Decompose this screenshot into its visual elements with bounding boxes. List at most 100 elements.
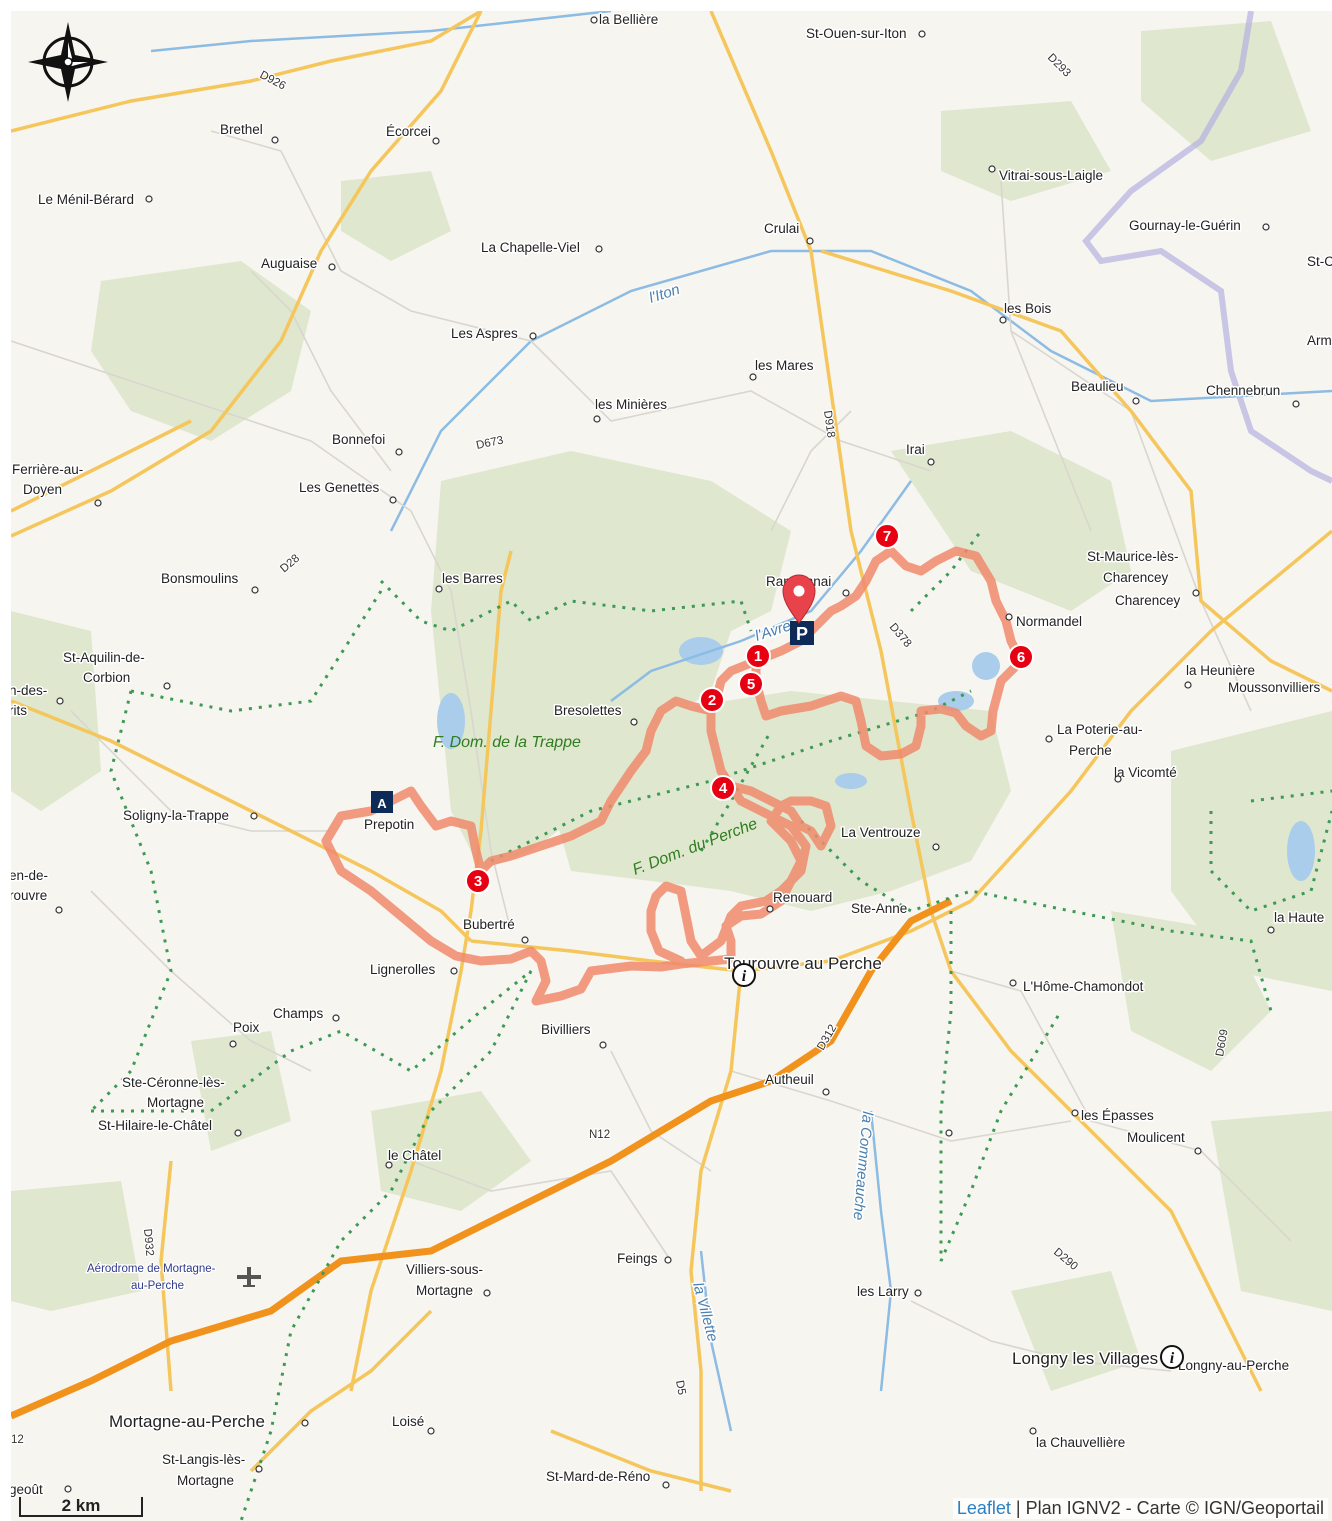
compass-rose-icon — [28, 22, 108, 102]
town-label: Corbion — [83, 670, 130, 685]
town-label: Brethel — [220, 122, 263, 137]
attribution-separator: | — [1015, 1498, 1021, 1518]
svg-text:4: 4 — [719, 780, 728, 797]
svg-text:3: 3 — [474, 873, 482, 890]
town-label: Les Aspres — [451, 326, 518, 341]
town-label: St-Hilaire-le-Châtel — [98, 1118, 212, 1133]
road-label: D673 — [475, 434, 504, 451]
town-label: la Bellière — [599, 12, 658, 27]
town-label: Ste-Anne — [851, 901, 907, 916]
town-label: la Vicomté — [1114, 765, 1177, 780]
town-label: L'Hôme-Chamondot — [1023, 979, 1144, 994]
town-label: le Châtel — [388, 1148, 441, 1163]
map-view[interactable]: la Bellière St-Ouen-sur-Iton Brethel Éco… — [11, 11, 1332, 1521]
forest-areas — [11, 21, 1332, 1391]
scale-label: 2 km — [61, 1496, 101, 1515]
stage-marker-7[interactable]: 7 — [874, 523, 900, 549]
road-label: D5 — [673, 1379, 687, 1396]
svg-text:2: 2 — [708, 692, 716, 709]
town-label: St-Ouen-sur-Iton — [806, 26, 907, 41]
town-label: Le Ménil-Bérard — [38, 192, 134, 207]
town-label: Mortagne — [416, 1283, 473, 1298]
svg-text:7: 7 — [883, 528, 891, 545]
town-label: Bubertré — [463, 917, 515, 932]
town-label: Feings — [617, 1251, 658, 1266]
town-label: Mortagne-au-Perche — [109, 1412, 265, 1431]
airfield-label: Aérodrome de Mortagne- — [87, 1263, 216, 1275]
leaflet-link[interactable]: Leaflet — [956, 1498, 1011, 1518]
road-label: 12 — [11, 1434, 24, 1446]
attribution: Leaflet | Plan IGNV2 - Carte © IGN/Geopo… — [952, 1498, 1328, 1519]
town-label: St-Langis-lès- — [162, 1452, 245, 1467]
parking-marker[interactable]: P — [790, 621, 814, 645]
info-town-label: Longny les Villages — [1012, 1349, 1158, 1368]
river-label: l'Avre — [753, 617, 793, 645]
town-label: Mortagne — [177, 1473, 234, 1488]
town-label: Normandel — [1016, 614, 1082, 629]
town-label: Auguaise — [261, 256, 317, 271]
town-label: Beaulieu — [1071, 379, 1124, 394]
info-town-label: Tourouvre au Perche — [724, 954, 882, 973]
town-label: Ste-Céronne-lès- — [122, 1075, 225, 1090]
airplane-icon — [237, 1267, 261, 1287]
map-canvas: la Bellière St-Ouen-sur-Iton Brethel Éco… — [11, 11, 1332, 1521]
town-label: Soligny-la-Trappe — [123, 808, 229, 823]
town-dots — [55, 16, 1300, 1493]
stage-marker-5[interactable]: 5 — [738, 671, 764, 697]
town-label: Loisé — [392, 1414, 424, 1429]
town-label: Chennebrun — [1206, 383, 1280, 398]
town-label: Ferrière-au- — [12, 462, 83, 477]
stage-marker-6[interactable]: 6 — [1008, 644, 1034, 670]
town-label: Renouard — [773, 890, 832, 905]
town-label: geoût — [11, 1482, 43, 1497]
info-icon[interactable]: i — [1160, 1345, 1184, 1369]
stage-marker-1[interactable]: 1 — [745, 643, 771, 669]
town-label: la Heunière — [1186, 663, 1255, 678]
town-label: Moussonvilliers — [1228, 680, 1321, 695]
town-label: Perche — [1069, 743, 1112, 758]
town-label: n-des- — [11, 683, 47, 698]
svg-text:A: A — [377, 796, 387, 811]
location-pin-icon[interactable] — [782, 574, 816, 624]
svg-text:i: i — [1170, 1350, 1175, 1367]
road-label: D918 — [821, 410, 837, 439]
stage-marker-3[interactable]: 3 — [465, 868, 491, 894]
town-label: les Barres — [442, 571, 503, 586]
motorway — [11, 897, 953, 1420]
info-icon[interactable]: i — [732, 963, 756, 987]
road-label: D28 — [278, 553, 302, 576]
start-marker[interactable]: A — [371, 791, 393, 813]
stage-marker-2[interactable]: 2 — [699, 687, 725, 713]
town-label: St-Maurice-lès- — [1087, 549, 1179, 564]
town-label: Les Genettes — [299, 480, 380, 495]
town-label: St-C — [1307, 254, 1332, 269]
town-label: rits — [11, 703, 27, 718]
town-label: Doyen — [23, 482, 62, 497]
road-label: D932 — [141, 1228, 155, 1256]
town-label: Charencey — [1103, 570, 1169, 585]
scale-bar: 2 km — [19, 1497, 143, 1517]
stage-marker-4[interactable]: 4 — [710, 775, 736, 801]
town-label: les Larry — [857, 1284, 909, 1299]
town-label: Villiers-sous- — [406, 1262, 483, 1277]
town-label: Écorcei — [386, 124, 431, 139]
hiking-trails — [89, 530, 1332, 1521]
town-label: St-Aquilin-de- — [63, 650, 145, 665]
town-label: Prepotin — [364, 817, 414, 832]
town-label: La Poterie-au- — [1057, 722, 1143, 737]
town-label: Vitrai-sous-Laigle — [999, 168, 1103, 183]
svg-text:6: 6 — [1017, 649, 1025, 666]
svg-text:5: 5 — [747, 676, 755, 693]
road-label: D293 — [1045, 52, 1073, 80]
main-roads — [11, 11, 1332, 1493]
town-label: Bonsmoulins — [161, 571, 239, 586]
attribution-text: Plan IGNV2 - Carte © IGN/Geoportail — [1025, 1498, 1324, 1518]
stage-markers[interactable]: 1 2 3 4 5 6 7 — [465, 523, 1034, 894]
town-label: Gournay-le-Guérin — [1129, 218, 1241, 233]
river-label: la Commeauche — [849, 1111, 875, 1221]
town-label: les Épasses — [1081, 1108, 1154, 1123]
town-label: Longny-au-Perche — [1178, 1358, 1289, 1373]
hiking-route[interactable] — [321, 546, 1026, 1006]
town-label: les Mares — [755, 358, 814, 373]
town-label: Bresolettes — [554, 703, 622, 718]
